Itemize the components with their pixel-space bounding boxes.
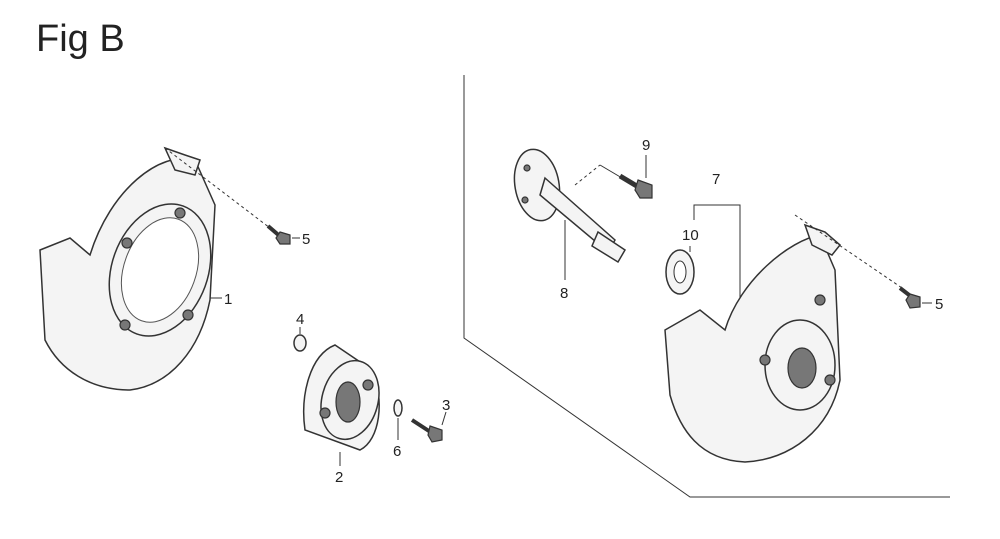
callout-7: 7 bbox=[712, 171, 720, 188]
clutch-shoe-part bbox=[303, 344, 380, 451]
bolt-part bbox=[266, 224, 291, 245]
callout-6: 6 bbox=[393, 443, 401, 460]
bolt-part bbox=[410, 418, 443, 443]
callout-4: 4 bbox=[296, 311, 304, 328]
shaft-part bbox=[513, 148, 627, 264]
callout-5-right: 5 bbox=[935, 296, 943, 313]
bolt-part bbox=[618, 173, 653, 199]
callout-5-left: 5 bbox=[302, 231, 310, 248]
callout-3: 3 bbox=[442, 397, 450, 414]
washer-part bbox=[393, 399, 403, 417]
figure-title: Fig B bbox=[36, 18, 125, 60]
callout-2: 2 bbox=[335, 469, 343, 486]
callout-9: 9 bbox=[642, 137, 650, 154]
bolt-part bbox=[898, 286, 921, 309]
clutch-housing-part bbox=[39, 146, 216, 391]
callout-1: 1 bbox=[224, 291, 232, 308]
bearing-part bbox=[665, 249, 695, 295]
washer-part bbox=[293, 334, 307, 352]
gear-case-housing-part bbox=[664, 223, 842, 463]
callout-10: 10 bbox=[682, 227, 699, 244]
assembly-boundary-line bbox=[463, 75, 950, 498]
callout-8: 8 bbox=[560, 285, 568, 302]
